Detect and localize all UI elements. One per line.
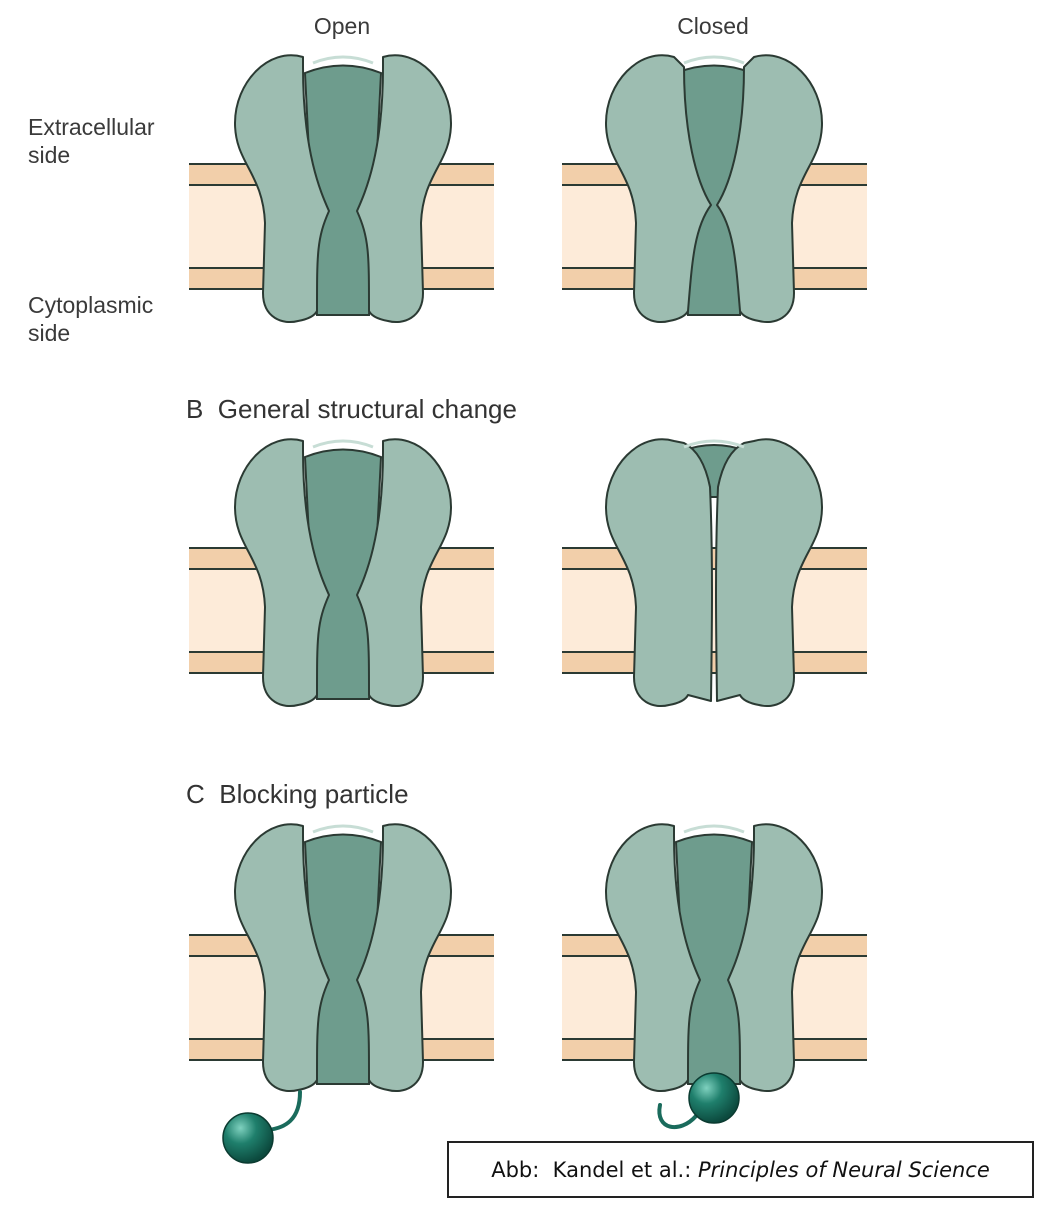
- column-label-closed: Closed: [677, 13, 749, 39]
- channel-subunit-right: [356, 54, 452, 323]
- row-a-channel-open: [234, 54, 452, 323]
- channel-rim-highlight: [683, 824, 745, 834]
- channel-subunit-left: [605, 823, 701, 1092]
- membrane-band-bottom: [562, 652, 867, 673]
- membrane-band-top: [562, 548, 867, 569]
- section-b-letter: B: [186, 394, 204, 424]
- section-b-heading: B General structural change: [186, 394, 517, 424]
- row-b-channel-closed: [605, 438, 823, 707]
- extracellular-label-line1: Extracellular: [28, 114, 155, 140]
- row-b-membrane-closed: [562, 547, 867, 674]
- cytoplasmic-label-line1: Cytoplasmic: [28, 292, 154, 318]
- blocking-particle-open: [222, 1090, 302, 1164]
- channel-rim-highlight: [312, 824, 374, 834]
- column-label-open: Open: [313, 13, 371, 39]
- channel-subunit-left: [605, 54, 712, 323]
- channel-subunit-right: [716, 54, 823, 323]
- channel-subunit-left: [605, 438, 713, 707]
- channel-subunit-left: [234, 823, 330, 1092]
- section-b-title: General structural change: [217, 394, 517, 424]
- blocking-particle: [222, 1112, 274, 1164]
- section-c-heading: C Blocking particle: [186, 779, 409, 809]
- extracellular-label: Extracellular side: [28, 113, 155, 169]
- channel-rim-highlight: [312, 439, 374, 449]
- channel-rim-highlight: [683, 439, 745, 449]
- row-c-channel-open: [234, 823, 452, 1092]
- channel-subunit-right: [356, 438, 452, 707]
- channel-subunit-right: [715, 438, 823, 707]
- section-c-title: Blocking particle: [219, 779, 409, 809]
- channel-subunit-right: [727, 823, 823, 1092]
- blocking-tether: [266, 1090, 302, 1132]
- blocking-particle-closed: [657, 1072, 740, 1130]
- channel-rim-highlight: [312, 55, 374, 65]
- channel-subunit-right: [356, 823, 452, 1092]
- row-c-channel-closed: [605, 823, 823, 1092]
- blocking-tether: [657, 1103, 698, 1130]
- extracellular-label-line2: side: [28, 142, 71, 168]
- section-c-letter: C: [186, 779, 205, 809]
- blocking-particle: [688, 1072, 740, 1124]
- channel-subunit-left: [234, 54, 330, 323]
- channel-rim-highlight: [683, 55, 745, 65]
- source-caption: Abb: Kandel et al.: Principles of Neural…: [447, 1141, 1034, 1198]
- channel-subunit-left: [234, 438, 330, 707]
- row-b-channel-open: [234, 438, 452, 707]
- cytoplasmic-label-line2: side: [28, 320, 71, 346]
- row-a-channel-closed: [605, 54, 823, 323]
- caption-book-title: Principles of Neural Science: [697, 1157, 990, 1182]
- caption-prefix: Abb: Kandel et al.:: [491, 1157, 698, 1182]
- cytoplasmic-label: Cytoplasmic side: [28, 291, 153, 347]
